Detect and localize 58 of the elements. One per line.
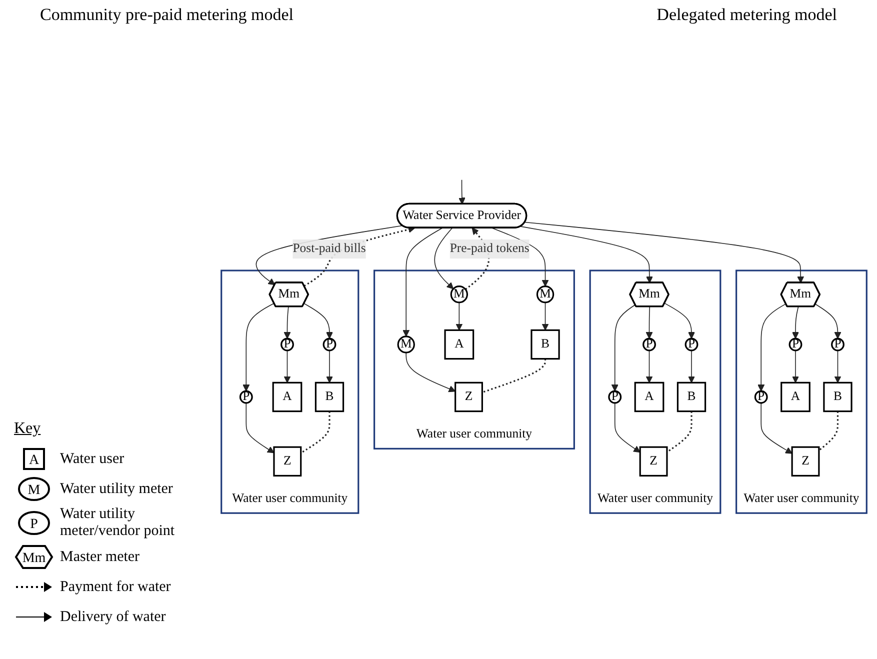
arrow	[246, 402, 274, 454]
node-circle: M	[536, 286, 554, 304]
arrow	[456, 302, 463, 330]
legend-text: Water utility meter	[60, 480, 173, 498]
arrow	[792, 350, 799, 383]
arrow	[815, 304, 842, 339]
legend-text: Payment for water	[60, 578, 171, 596]
connector	[818, 411, 839, 452]
connector	[300, 411, 330, 454]
legend-text: Master meter	[60, 548, 140, 566]
arrow	[520, 226, 653, 284]
arrow	[792, 306, 799, 339]
arrow	[646, 306, 653, 339]
model-label: Delegated metering model	[656, 5, 838, 25]
node-box: A	[272, 382, 302, 412]
model-label: Community pre-paid metering model	[39, 5, 295, 25]
node-box: B	[823, 382, 852, 412]
node-box: A	[444, 329, 474, 360]
node-box: B	[676, 382, 706, 412]
node-box: Z	[791, 446, 820, 477]
arrow	[524, 222, 804, 284]
arrow	[434, 228, 454, 290]
arrow	[406, 352, 456, 392]
legend-title: Key	[14, 420, 41, 438]
arrow	[492, 228, 549, 287]
node-box: B	[314, 382, 344, 412]
arrow	[458, 179, 466, 204]
node-box: Z	[639, 446, 668, 477]
master-meter-symbol: Mm	[14, 544, 54, 570]
arrow	[542, 302, 549, 330]
arrow	[688, 350, 695, 383]
arrow	[326, 350, 333, 383]
node-box: B	[530, 329, 560, 360]
node-box: Z	[273, 446, 302, 477]
arrow	[611, 304, 636, 392]
node-box: A	[780, 382, 810, 412]
connector	[666, 411, 692, 453]
node-circle: M	[397, 336, 415, 354]
edge-label: Pre-paid tokens	[450, 242, 530, 256]
legend-text: Delivery of water	[60, 608, 166, 626]
node-circle: M	[450, 286, 468, 304]
legend-text: Water user	[60, 450, 124, 468]
arrow	[614, 402, 640, 453]
arrow	[402, 228, 443, 337]
arrow	[304, 303, 333, 339]
node-box: Z	[454, 382, 483, 412]
arrow	[760, 402, 792, 454]
edge-label: Post-paid bills	[292, 242, 366, 256]
arrow	[284, 350, 291, 383]
connector	[482, 358, 546, 394]
node-box: A	[634, 382, 664, 412]
arrow	[284, 306, 291, 339]
arrow	[664, 302, 695, 339]
arrow	[834, 350, 842, 383]
arrow	[242, 302, 275, 392]
arrow	[758, 303, 786, 392]
arrow	[646, 350, 653, 383]
legend-text: Water utility meter/vendor point	[60, 506, 176, 540]
